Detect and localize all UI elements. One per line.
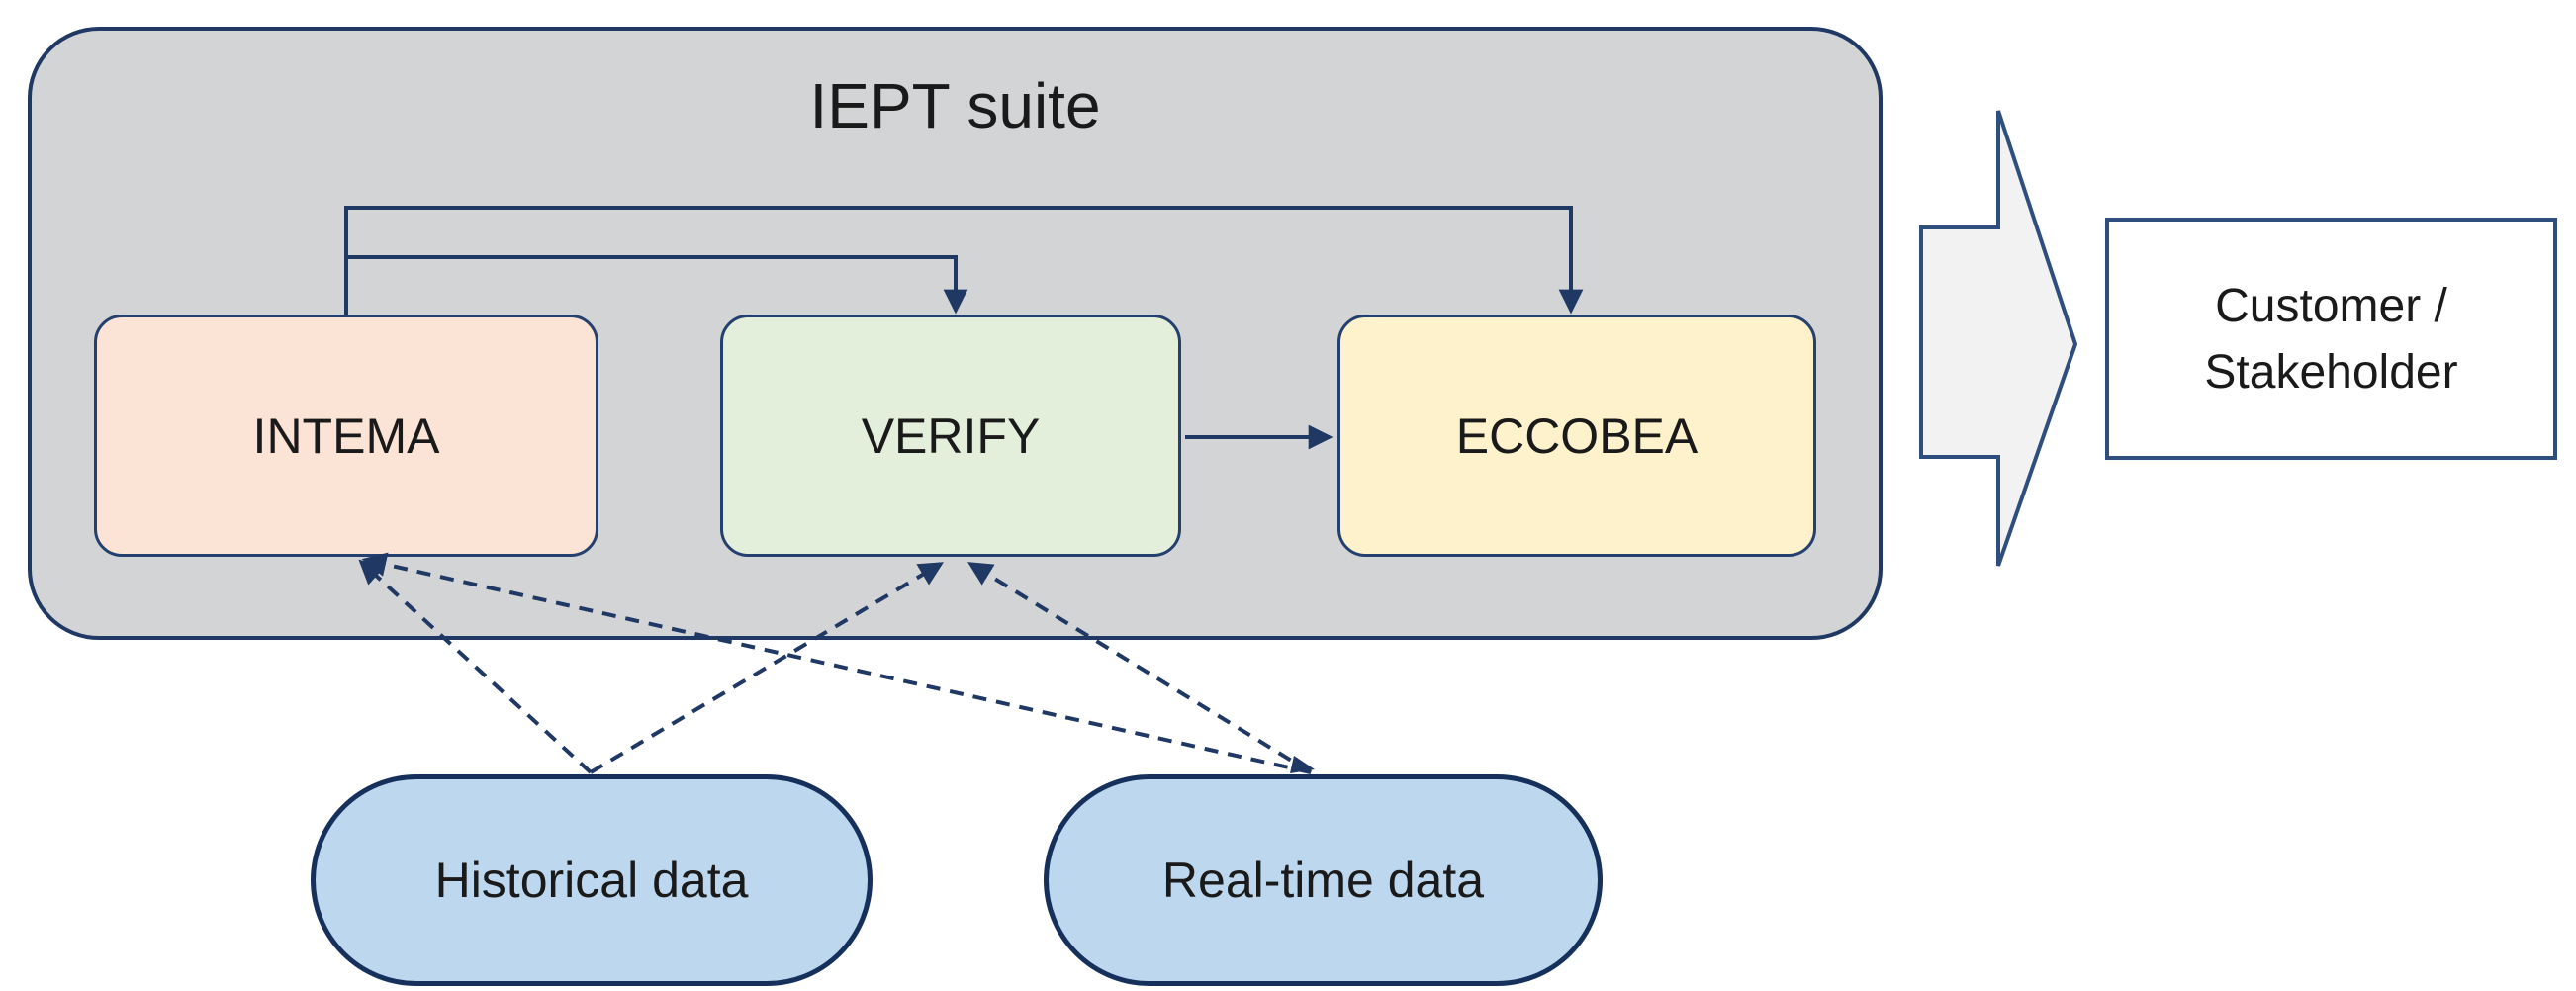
module-verify: VERIFY xyxy=(720,315,1181,557)
customer-label-line1: Customer / xyxy=(2215,279,2447,332)
module-intema-label: INTEMA xyxy=(252,407,440,464)
data-source-historical-label: Historical data xyxy=(434,853,749,908)
realtime-convergence-arrowhead xyxy=(1290,756,1315,773)
module-eccobea: ECCOBEA xyxy=(1337,315,1816,557)
customer-stakeholder-box: Customer / Stakeholder xyxy=(2105,218,2557,460)
data-source-historical: Historical data xyxy=(311,774,873,986)
module-verify-label: VERIFY xyxy=(861,407,1041,464)
customer-label-line2: Stakeholder xyxy=(2204,345,2458,399)
suite-to-customer-block-arrow xyxy=(1919,110,2078,567)
module-intema: INTEMA xyxy=(94,315,598,557)
module-eccobea-label: ECCOBEA xyxy=(1455,407,1699,464)
data-source-realtime-label: Real-time data xyxy=(1161,853,1485,908)
suite-title: IEPT suite xyxy=(809,70,1101,141)
data-source-realtime: Real-time data xyxy=(1044,774,1603,986)
